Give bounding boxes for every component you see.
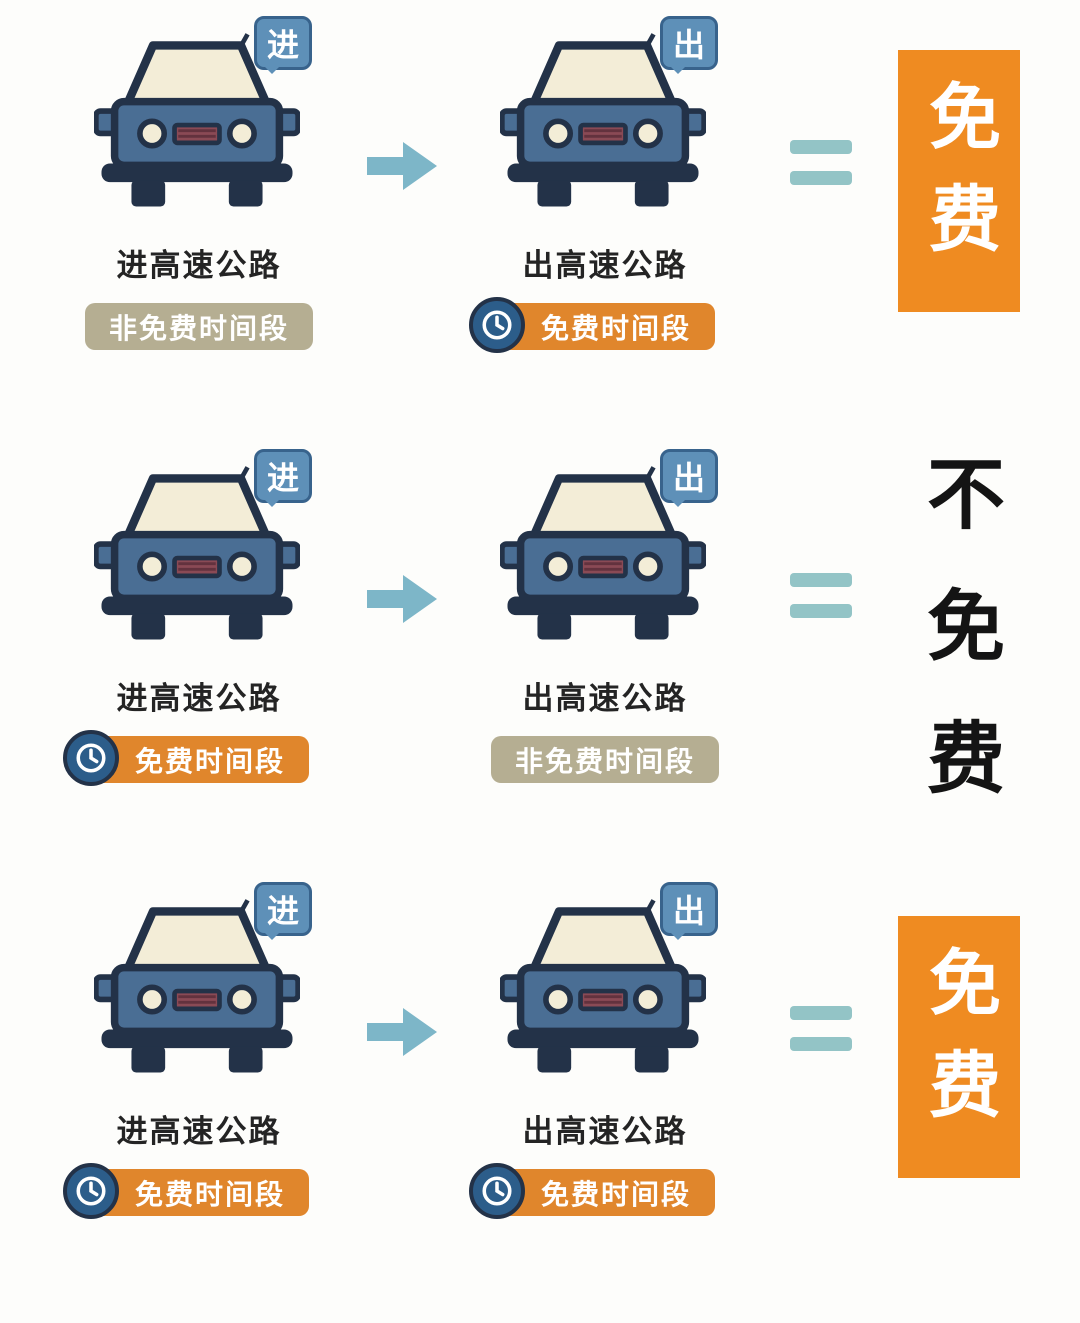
exit-label: 出高速公路 [522, 1114, 688, 1150]
arrow-column [359, 1006, 445, 1058]
clock-icon [62, 730, 119, 786]
exit-label: 出高速公路 [522, 681, 688, 717]
clock-icon [468, 297, 525, 353]
enter-tag: 免费时间段 [62, 730, 309, 786]
exit-tag-label: 非免费时间段 [514, 744, 695, 778]
exit-badge-label: 出 [672, 892, 705, 930]
result-text: 不免费 [914, 453, 1004, 849]
enter-car: 进 [94, 16, 312, 224]
result-nonfree: 不免费 [903, 453, 1015, 849]
enter-tag: 非免费时间段 [84, 303, 313, 350]
car-icon [500, 466, 706, 640]
enter-car-group: 进 进高速公路 免费时间段 [39, 449, 359, 786]
enter-badge: 进 [254, 882, 312, 940]
rule-row-3: 进 进高速公路 免费时间段 [34, 880, 1046, 1313]
car-icon [94, 466, 300, 640]
equals-column [765, 140, 877, 185]
enter-car: 进 [94, 882, 312, 1090]
exit-badge-label: 出 [672, 459, 705, 497]
enter-tag-label: 免费时间段 [134, 744, 285, 778]
enter-tag-pill: 非免费时间段 [84, 303, 313, 350]
exit-badge-label: 出 [672, 26, 705, 64]
equals-bar [790, 171, 852, 185]
exit-tag-pill: 非免费时间段 [490, 736, 719, 783]
equals-bar [790, 573, 852, 587]
car-icon [94, 33, 300, 207]
enter-label: 进高速公路 [116, 1114, 282, 1150]
exit-car-group: 出 出高速公路 免费时间段 [445, 16, 765, 353]
enter-tag-label: 免费时间段 [134, 1177, 285, 1211]
right-arrow-icon [367, 1008, 437, 1056]
enter-tag-pill: 免费时间段 [88, 736, 309, 783]
car-icon [500, 33, 706, 207]
exit-tag-label: 免费时间段 [540, 1177, 691, 1211]
exit-car: 出 [500, 449, 718, 657]
enter-car-group: 进 进高速公路 免费时间段 [39, 882, 359, 1219]
enter-car: 进 [94, 449, 312, 657]
arrow-column [359, 573, 445, 625]
exit-badge: 出 [660, 16, 718, 74]
equals-bar [790, 140, 852, 154]
equals-bar [790, 604, 852, 618]
car-icon [94, 899, 300, 1073]
enter-badge-label: 进 [266, 459, 299, 497]
result-free-box: 免费 [898, 916, 1020, 1178]
exit-tag: 免费时间段 [468, 297, 715, 353]
result-text: 免费 [916, 945, 1001, 1149]
exit-tag-pill: 免费时间段 [494, 303, 715, 350]
equals-column [765, 573, 877, 618]
enter-badge-label: 进 [266, 26, 299, 64]
result-column: 免费 [877, 880, 1041, 1178]
right-arrow-icon [367, 575, 437, 623]
clock-icon [468, 1163, 525, 1219]
result-free-box: 免费 [898, 50, 1020, 312]
equals-column [765, 1006, 877, 1051]
car-icon [500, 899, 706, 1073]
exit-car-group: 出 出高速公路 非免费时间段 [445, 449, 765, 783]
exit-car: 出 [500, 882, 718, 1090]
enter-tag-pill: 免费时间段 [88, 1169, 309, 1216]
enter-badge-label: 进 [266, 892, 299, 930]
equals-bar [790, 1037, 852, 1051]
enter-label: 进高速公路 [116, 248, 282, 284]
right-arrow-icon [367, 142, 437, 190]
rule-row-2: 进 进高速公路 免费时间段 [34, 447, 1046, 880]
enter-tag-label: 非免费时间段 [108, 311, 289, 345]
enter-badge: 进 [254, 449, 312, 507]
clock-icon [62, 1163, 119, 1219]
enter-car-group: 进 进高速公路 非免费时间段 [39, 16, 359, 350]
result-column: 不免费 [877, 447, 1041, 849]
exit-tag-label: 免费时间段 [540, 311, 691, 345]
arrow-column [359, 140, 445, 192]
enter-badge: 进 [254, 16, 312, 74]
equals-bar [790, 1006, 852, 1020]
exit-tag-pill: 免费时间段 [494, 1169, 715, 1216]
enter-label: 进高速公路 [116, 681, 282, 717]
result-text: 免费 [916, 79, 1001, 283]
exit-car-group: 出 出高速公路 免费时间段 [445, 882, 765, 1219]
exit-tag: 免费时间段 [468, 1163, 715, 1219]
enter-tag: 免费时间段 [62, 1163, 309, 1219]
exit-label: 出高速公路 [522, 248, 688, 284]
equals-icon [790, 1006, 852, 1051]
exit-badge: 出 [660, 882, 718, 940]
exit-badge: 出 [660, 449, 718, 507]
exit-tag: 非免费时间段 [490, 736, 719, 783]
exit-car: 出 [500, 16, 718, 224]
equals-icon [790, 573, 852, 618]
equals-icon [790, 140, 852, 185]
result-column: 免费 [877, 14, 1041, 312]
rule-row-1: 进 进高速公路 非免费时间段 [34, 14, 1046, 447]
